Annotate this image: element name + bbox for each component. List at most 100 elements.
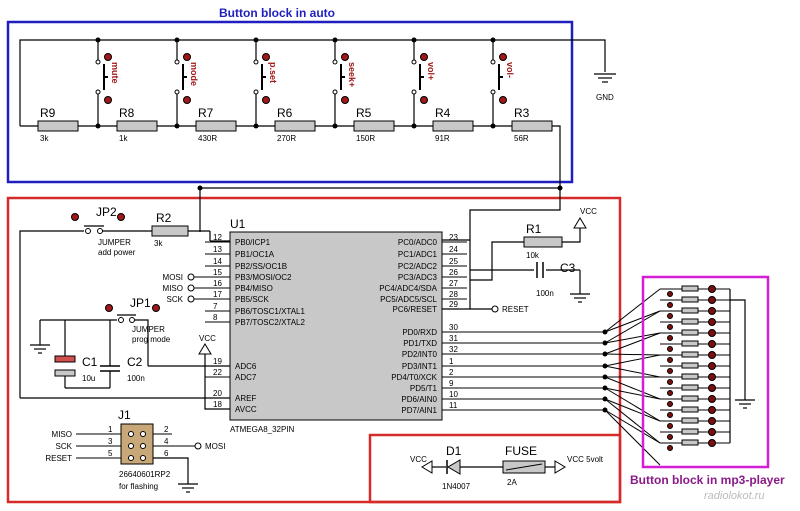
c1-ref: C1 [82,355,98,369]
pin-number: 8 [213,313,218,322]
ladder-resistor-r8: R8 1k [116,106,158,143]
r2-value: 3k [154,239,163,248]
mp3-button-13 [660,417,730,429]
pin-name: PC3/ADC3 [398,273,438,282]
button-marker [183,96,191,104]
u1-ref: U1 [230,217,246,231]
j1-body [120,423,154,465]
mp3-block-title: Button block in mp3-player [630,473,785,487]
auto-button-label: p.set [268,62,278,83]
pin-name: PB2/SS/OC1B [235,262,287,271]
junction-dot [411,37,417,43]
mp3-button-1 [660,285,730,297]
jp1-ref: JP1 [130,296,151,310]
spi-label: MOSI [163,273,183,282]
pin-number: 13 [213,245,222,254]
button-marker [708,395,716,403]
button-marker [183,53,191,61]
gnd-label: GND [596,93,614,102]
vcc-5v-label: VCC 5volt [567,455,604,464]
resistor-ref: R3 [514,106,530,120]
junction-dot [602,374,608,380]
resistor-ref: R4 [435,106,451,120]
gnd-symbol-j1 [153,457,198,493]
junction-dot [95,123,101,129]
pin-name: ADC6 [235,362,257,371]
j1-pin-number: 4 [164,437,169,446]
button-marker [341,53,349,61]
button-marker [499,96,507,104]
pin-number: 29 [449,300,458,309]
button-marker [667,291,673,297]
button-marker [708,439,716,447]
jp2-desc2: add power [98,248,136,257]
junction-dot [95,37,101,43]
vcc-arrow-power-left [421,460,433,474]
button-marker [667,313,673,319]
pin-name: PD0/RXD [402,328,437,337]
r1-ref: R1 [526,222,542,236]
button-marker [667,379,673,385]
button-marker [667,335,673,341]
j1-signal-label: MISO [52,430,72,439]
u1-left-pins: 12PB0/ICP113PB1/OC1A14PB2/SS/OC1B15PB3/M… [205,233,306,414]
main-block-frame [6,196,622,504]
button-marker [667,434,673,440]
pin-number: 12 [213,233,222,242]
button-marker [341,96,349,104]
junction-dot [174,123,180,129]
j1-pin-number: 2 [164,425,169,434]
button-marker [262,53,270,61]
button-marker [708,318,716,326]
pin-number: 20 [213,389,222,398]
button-marker [667,423,673,429]
button-marker [420,96,428,104]
resistor-value: 150R [356,134,375,143]
mp3-button-11 [660,395,730,407]
pin-name: ADC7 [235,373,257,382]
button-marker [667,357,673,363]
pin-name: PB7/TOSC2/XTAL2 [235,318,306,327]
button-marker [708,406,716,414]
gnd-symbol-top [594,73,616,83]
main-wiring [19,187,581,410]
pin-number: 31 [449,334,458,343]
j1-signal-label: RESET [45,454,72,463]
r2-ref: R2 [156,211,172,225]
c2-symbol [100,365,120,372]
gnd-symbol-left [30,344,50,354]
vcc-arrow-power-right [554,460,566,474]
resistor-ref: R8 [119,106,135,120]
auto-button-2: mode [174,37,199,129]
pin-number: 16 [213,279,222,288]
button-marker [708,340,716,348]
vcc-arrow-right [573,217,587,229]
vcc-label-mid: VCC [199,334,216,343]
junction-dot [253,123,259,129]
resistor-value: 1k [119,134,128,143]
button-marker [667,302,673,308]
pin-number: 2 [449,368,454,377]
junction-dot [602,363,608,369]
c2-ref: C2 [127,355,143,369]
resistor-value: 3k [40,134,49,143]
resistor-value: 430R [198,134,217,143]
pin-name: AREF [235,394,256,403]
pin-name: PB4/MISO [235,284,273,293]
pin-number: 24 [449,245,458,254]
junction-dot [602,329,608,335]
pin-number: 18 [213,400,222,409]
pin-number: 22 [213,368,222,377]
pin-name: PD6/AIN0 [401,395,437,404]
auto-button-6: vol- [490,37,515,129]
